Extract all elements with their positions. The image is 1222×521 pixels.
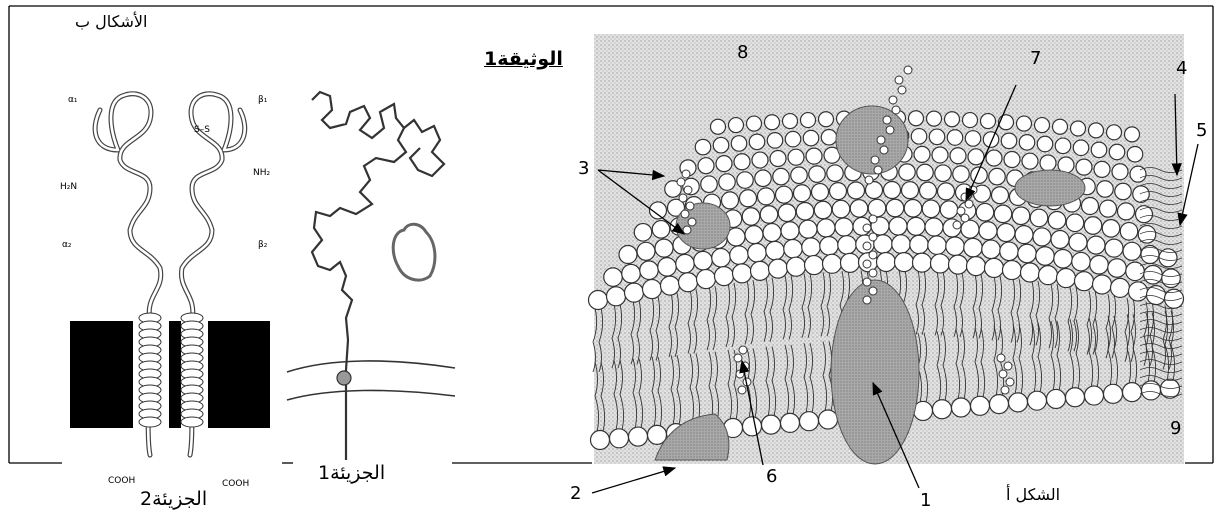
- transmembrane-protein: [831, 280, 919, 464]
- amino-terminal-right: NH₂: [253, 168, 270, 178]
- chain-label-beta2: β₂: [258, 240, 267, 250]
- lipid-bilayer-block: [70, 321, 270, 428]
- chain-label-alpha1: α₁: [68, 95, 78, 105]
- carboxyl-terminal-left: COOH: [108, 476, 135, 486]
- disulfide-bond-label: S–S: [194, 125, 210, 135]
- number-label-3: 3: [578, 158, 589, 179]
- number-label-2: 2: [570, 483, 581, 504]
- chain-label-alpha2: α₂: [62, 240, 72, 250]
- molecule1-label: الجزيئة1: [318, 462, 385, 484]
- surface-protein: [836, 106, 908, 174]
- carboxyl-terminal-right: COOH: [222, 479, 249, 489]
- form-a-label: الشكل أ: [1006, 485, 1060, 504]
- number-label-7: 7: [1030, 48, 1041, 69]
- number-label-5: 5: [1196, 120, 1207, 141]
- number-label-8: 8: [737, 42, 748, 63]
- molecule2-diagram: [70, 94, 270, 455]
- document-title: الوثيقة1: [484, 48, 563, 70]
- molecule1-diagram: [287, 92, 455, 460]
- number-label-9: 9: [1170, 418, 1181, 439]
- amino-terminal-left: H₂N: [60, 182, 77, 192]
- membrane-figure: [589, 34, 1185, 464]
- number-label-6: 6: [766, 466, 777, 487]
- molecule2-label: الجزيئة2: [140, 488, 207, 510]
- forms-b-label: الأشكال ب: [75, 12, 147, 31]
- number-label-1: 1: [920, 490, 931, 511]
- chain-label-beta1: β₁: [258, 95, 267, 105]
- number-label-4: 4: [1176, 58, 1187, 79]
- peripheral-protein-top: [1015, 170, 1085, 206]
